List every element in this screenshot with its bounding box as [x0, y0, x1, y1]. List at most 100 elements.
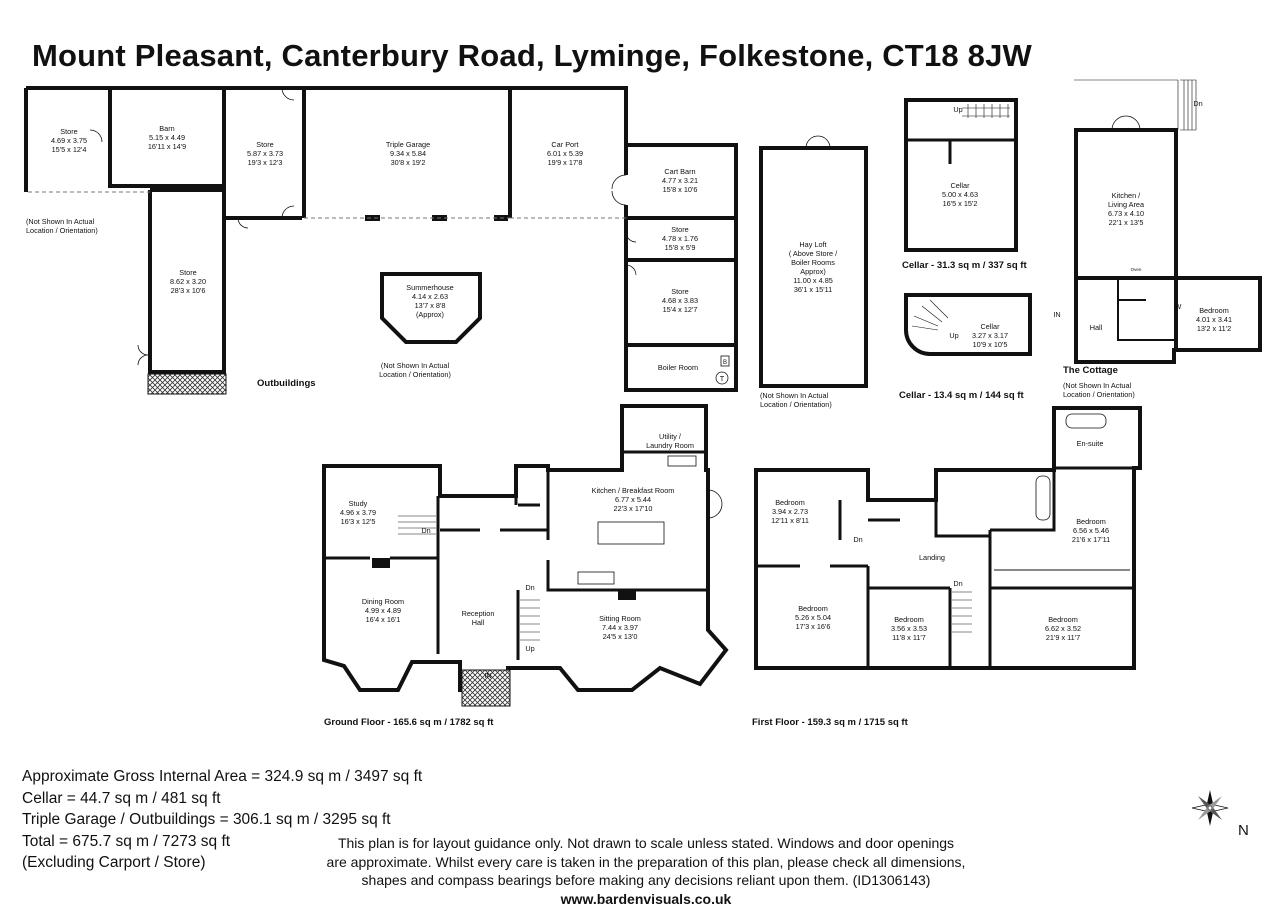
- svg-text:4.78 x 1.76: 4.78 x 1.76: [662, 234, 698, 243]
- room-triple-garage: Triple Garage 9.34 x 5.84 30'8 x 19'2: [386, 140, 430, 167]
- room-landing: Landing: [919, 553, 945, 562]
- caption-cellar-b: Cellar - 13.4 sq m / 144 sq ft: [899, 390, 1024, 401]
- outbuilding-doors: [89, 87, 637, 366]
- first-floor-outer-wall: [754, 406, 1142, 670]
- room-ff-bedroom-4: Bedroom 6.56 x 5.46 21'6 x 17'11: [1072, 517, 1110, 544]
- hall-stairs: [520, 599, 540, 641]
- room-cottage-hall: Hall: [1090, 323, 1103, 332]
- compass-north-label: N: [1238, 822, 1249, 839]
- room-study: Study 4.96 x 3.79 16'3 x 12'5: [340, 499, 376, 526]
- svg-text:11'8 x 11'7: 11'8 x 11'7: [892, 633, 926, 642]
- svg-text:6.62 x 3.52: 6.62 x 3.52: [1045, 624, 1081, 633]
- cottage-w-label: W: [1175, 302, 1182, 311]
- svg-text:Location / Orientation): Location / Orientation): [26, 226, 98, 235]
- svg-text:15'8 x 5'9: 15'8 x 5'9: [665, 243, 696, 252]
- svg-text:15'4 x 12'7: 15'4 x 12'7: [663, 305, 698, 314]
- svg-text:Bedroom: Bedroom: [1076, 517, 1106, 526]
- outbuildings-outer-wall: [24, 86, 738, 392]
- first-floor-dn-label: Dn: [853, 535, 862, 544]
- dining-fireplace: [372, 558, 390, 568]
- area-total: Total = 675.7 sq m / 7273 sq ft: [22, 832, 231, 850]
- caption-outbuildings: Outbuildings: [257, 378, 316, 389]
- caption-cottage: The Cottage: [1063, 365, 1118, 376]
- svg-text:Car Port: Car Port: [551, 140, 578, 149]
- svg-text:Store: Store: [671, 287, 688, 296]
- room-ff-bedroom-1: Bedroom 3.94 x 2.73 12'11 x 8'11: [771, 498, 809, 525]
- svg-text:16'11 x 14'9: 16'11 x 14'9: [148, 142, 186, 151]
- svg-text:Location / Orientation): Location / Orientation): [379, 370, 451, 379]
- svg-text:Laundry Room: Laundry Room: [646, 441, 694, 450]
- room-barn: Barn 5.15 x 4.49 16'11 x 14'9: [148, 124, 186, 151]
- svg-text:(Not Shown In Actual: (Not Shown In Actual: [26, 217, 95, 226]
- svg-text:5.87 x 3.73: 5.87 x 3.73: [247, 149, 283, 158]
- barn-walls: [108, 90, 223, 192]
- ground-floor-internal-walls: [324, 450, 708, 660]
- ground-floor-plan: [322, 404, 729, 692]
- room-store-4: Store 4.68 x 3.83 15'4 x 12'7: [662, 287, 698, 314]
- website-link[interactable]: www.bardenvisuals.co.uk: [560, 890, 732, 907]
- cellar-1-partitions: [908, 138, 1014, 164]
- svg-text:Study: Study: [349, 499, 368, 508]
- svg-text:Cellar: Cellar: [980, 322, 1000, 331]
- room-kitchen: Kitchen / Breakfast Room 6.77 x 5.44 22'…: [592, 486, 675, 513]
- svg-text:12'11 x 8'11: 12'11 x 8'11: [771, 516, 809, 525]
- svg-text:15'8 x 10'6: 15'8 x 10'6: [663, 185, 698, 194]
- cellar-2-walls: [904, 293, 1032, 356]
- svg-text:8.62 x 3.20: 8.62 x 3.20: [170, 277, 206, 286]
- svg-text:4.77 x 3.21: 4.77 x 3.21: [662, 176, 698, 185]
- room-store-3: Store 4.78 x 1.76 15'8 x 5'9: [662, 225, 698, 252]
- svg-text:Bedroom: Bedroom: [1048, 615, 1078, 624]
- cottage-dn-label: Dn: [1193, 99, 1202, 108]
- svg-text:15'5 x 12'4: 15'5 x 12'4: [52, 145, 87, 154]
- hall-up-label: Up: [525, 644, 534, 653]
- store-garage-wall: [222, 88, 302, 220]
- svg-text:17'3 x 16'6: 17'3 x 16'6: [796, 622, 831, 631]
- svg-text:Bedroom: Bedroom: [1199, 306, 1229, 315]
- svg-text:13'7 x 8'8: 13'7 x 8'8: [415, 301, 446, 310]
- hatched-ramp: [147, 373, 227, 395]
- disclaimer-line-2: are approximate. Whilst every care is ta…: [326, 853, 966, 870]
- area-garage-outbuildings: Triple Garage / Outbuildings = 306.1 sq …: [22, 811, 391, 828]
- bathroom-bath: [1035, 475, 1051, 521]
- area-excluding: (Excluding Carport / Store): [22, 854, 206, 871]
- svg-text:4.96 x 3.79: 4.96 x 3.79: [340, 508, 376, 517]
- area-summary: Approximate Gross Internal Area = 324.9 …: [22, 766, 422, 874]
- cottage-in-label: IN: [1053, 310, 1060, 319]
- svg-text:(Not Shown In Actual: (Not Shown In Actual: [760, 391, 829, 400]
- svg-text:30'8 x 19'2: 30'8 x 19'2: [391, 158, 426, 167]
- svg-text:Location / Orientation): Location / Orientation): [760, 400, 832, 409]
- svg-text:6.77 x 5.44: 6.77 x 5.44: [615, 495, 651, 504]
- boiler-t-icon: [715, 371, 729, 385]
- svg-text:3.56 x 3.53: 3.56 x 3.53: [891, 624, 927, 633]
- svg-text:28'3 x 10'6: 28'3 x 10'6: [171, 286, 206, 295]
- caption-first-floor: First Floor - 159.3 sq m / 1715 sq ft: [752, 717, 909, 728]
- svg-text:5.00 x 4.63: 5.00 x 4.63: [942, 190, 978, 199]
- caption-ground-floor: Ground Floor - 165.6 sq m / 1782 sq ft: [324, 717, 494, 728]
- cottage-oven-label: Oven: [1131, 267, 1142, 272]
- svg-text:Summerhouse: Summerhouse: [406, 283, 453, 292]
- note-not-shown-outbuildings: (Not Shown In Actual Location / Orientat…: [26, 217, 98, 235]
- note-not-shown-summerhouse: (Not Shown In Actual Location / Orientat…: [379, 361, 451, 379]
- svg-text:( Above Store /: ( Above Store /: [789, 249, 838, 258]
- cellar-1-up-label: Up: [953, 105, 962, 114]
- room-ff-bedroom-3: Bedroom 3.56 x 3.53 11'8 x 11'7: [891, 615, 927, 642]
- svg-text:(Not Shown In Actual: (Not Shown In Actual: [381, 361, 450, 370]
- room-cottage-kitchen: Kitchen / Living Area 6.73 x 4.10 22'1 x…: [1108, 191, 1145, 227]
- room-ff-bedroom-2: Bedroom 5.26 x 5.04 17'3 x 16'6: [795, 604, 831, 631]
- svg-text:Reception: Reception: [462, 609, 495, 618]
- svg-text:22'1 x 13'5: 22'1 x 13'5: [1109, 218, 1144, 227]
- cottage-external-steps: [1074, 79, 1197, 131]
- boiler-b-icon: [720, 355, 730, 367]
- room-ensuite: En-suite: [1077, 439, 1104, 448]
- svg-text:Cellar: Cellar: [950, 181, 970, 190]
- room-store-5: Store 8.62 x 3.20 28'3 x 10'6: [170, 268, 206, 295]
- svg-text:Store: Store: [256, 140, 273, 149]
- room-store-2: Store 5.87 x 3.73 19'3 x 12'3: [247, 140, 283, 167]
- disclaimer-line-1: This plan is for layout guidance only. N…: [337, 835, 955, 851]
- landing-stairs: [952, 591, 972, 633]
- svg-text:21'9 x 11'7: 21'9 x 11'7: [1046, 633, 1080, 642]
- svg-text:4.99 x 4.89: 4.99 x 4.89: [365, 606, 401, 615]
- note-not-shown-cottage: (Not Shown In Actual Location / Orientat…: [1063, 381, 1135, 399]
- room-ff-bedroom-5: Bedroom 6.62 x 3.52 21'9 x 11'7: [1045, 615, 1081, 642]
- disclaimer-line-3: shapes and compass bearings before makin…: [361, 872, 931, 888]
